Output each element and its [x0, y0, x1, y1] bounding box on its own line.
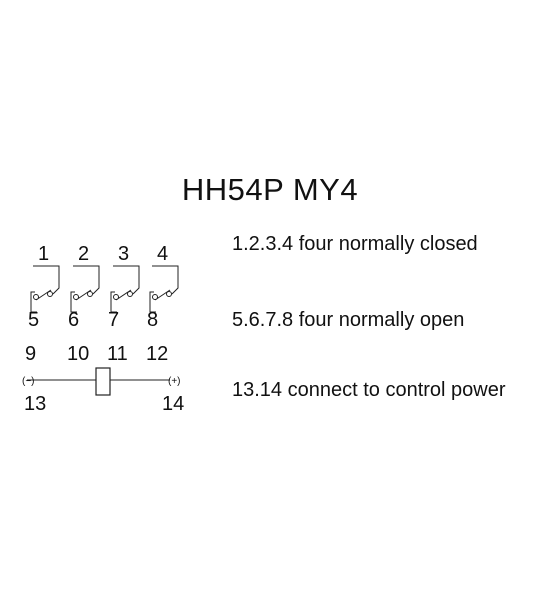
pin-label-2: 2 [78, 243, 89, 265]
nc-contact-line-3 [113, 265, 140, 295]
contact-point-no-5 [33, 294, 39, 300]
contact-sets: 1 5 9 2 6 10 3 7 11 4 8 12 [25, 243, 179, 365]
pin-label-9: 9 [25, 343, 36, 365]
no-contact-line-6 [70, 291, 77, 313]
pin-label-12: 12 [146, 343, 168, 365]
description-normally-open: 5.6.7.8 four normally open [232, 309, 465, 331]
relay-model-title: HH54P MY4 [181, 172, 359, 207]
coil-circuit: (−) (+) 13 14 [22, 367, 184, 415]
no-contact-line-8 [149, 291, 156, 313]
pin-label-11: 11 [107, 343, 128, 365]
pin-label-6: 6 [68, 309, 79, 331]
no-contact-line-5 [30, 291, 37, 313]
contact-point-nc-3 [127, 291, 133, 297]
coil-positive-sign: (+) [168, 376, 181, 387]
nc-contact-line-4 [152, 265, 179, 295]
description-coil: 13.14 connect to control power [232, 379, 506, 401]
contact-point-nc-2 [87, 291, 93, 297]
contact-point-nc-4 [166, 291, 172, 297]
pin-label-7: 7 [108, 309, 119, 331]
nc-contact-line-1 [33, 265, 60, 295]
pin-label-14: 14 [162, 393, 184, 415]
coil-negative-sign: (−) [22, 376, 35, 387]
nc-contact-line-2 [73, 265, 100, 295]
pin-label-3: 3 [118, 243, 129, 265]
pin-label-1: 1 [38, 243, 49, 265]
no-contact-line-7 [110, 291, 117, 313]
description-normally-closed: 1.2.3.4 four normally closed [232, 233, 478, 255]
contact-point-no-7 [113, 294, 119, 300]
contact-point-no-6 [73, 294, 79, 300]
contact-point-nc-1 [47, 291, 53, 297]
coil-symbol [95, 367, 111, 396]
pin-label-4: 4 [157, 243, 168, 265]
contact-point-no-8 [152, 294, 158, 300]
pin-label-10: 10 [67, 343, 89, 365]
pin-label-13: 13 [24, 393, 46, 415]
pin-label-8: 8 [147, 309, 158, 331]
pin-label-5: 5 [28, 309, 39, 331]
